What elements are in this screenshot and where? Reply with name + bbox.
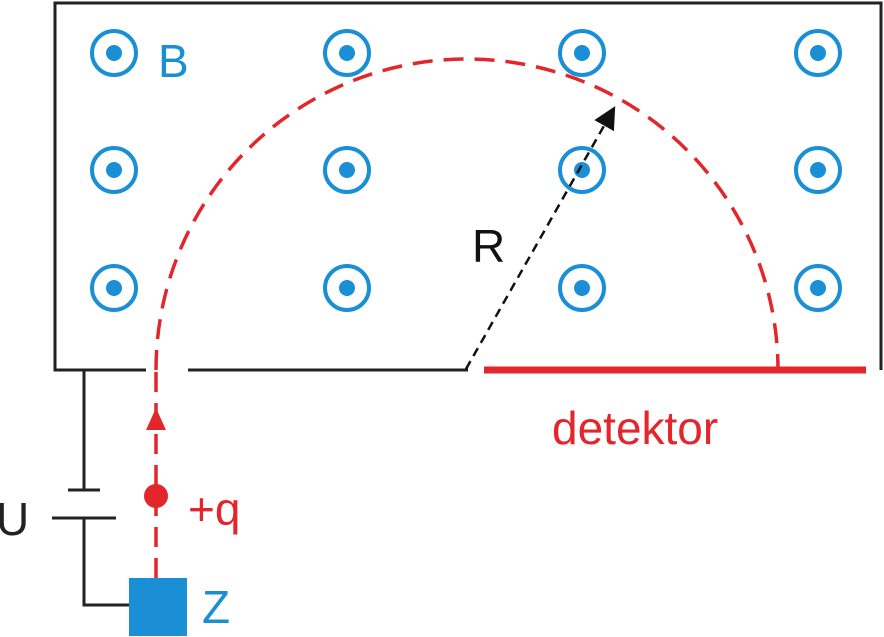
radius-label: R (472, 220, 505, 272)
field-symbol-grid (90, 29, 842, 312)
field-out-of-page-icon (794, 264, 842, 312)
trajectory-semicircle (154, 57, 780, 371)
charge-label: +q (188, 483, 240, 535)
field-out-of-page-icon (794, 146, 842, 194)
field-out-of-page-icon (558, 29, 606, 77)
field-out-of-page-icon (558, 146, 606, 194)
voltage-circuit-wire (82, 371, 130, 607)
source-label: Z (202, 581, 230, 633)
field-out-of-page-icon (794, 29, 842, 77)
ion-source-block (129, 578, 187, 636)
field-out-of-page-icon (90, 264, 138, 312)
field-region-frame (53, 1, 883, 372)
field-out-of-page-icon (323, 264, 371, 312)
field-out-of-page-icon (90, 146, 138, 194)
charge-particle (144, 484, 168, 508)
voltage-label: U (0, 493, 29, 545)
field-label: B (158, 35, 189, 87)
field-out-of-page-icon (323, 29, 371, 77)
field-out-of-page-icon (323, 146, 371, 194)
field-out-of-page-icon (90, 29, 138, 77)
radius-arrow (464, 106, 616, 370)
field-out-of-page-icon (558, 264, 606, 312)
trajectory-direction-arrow (146, 408, 166, 430)
detector-label: detektor (552, 402, 718, 454)
